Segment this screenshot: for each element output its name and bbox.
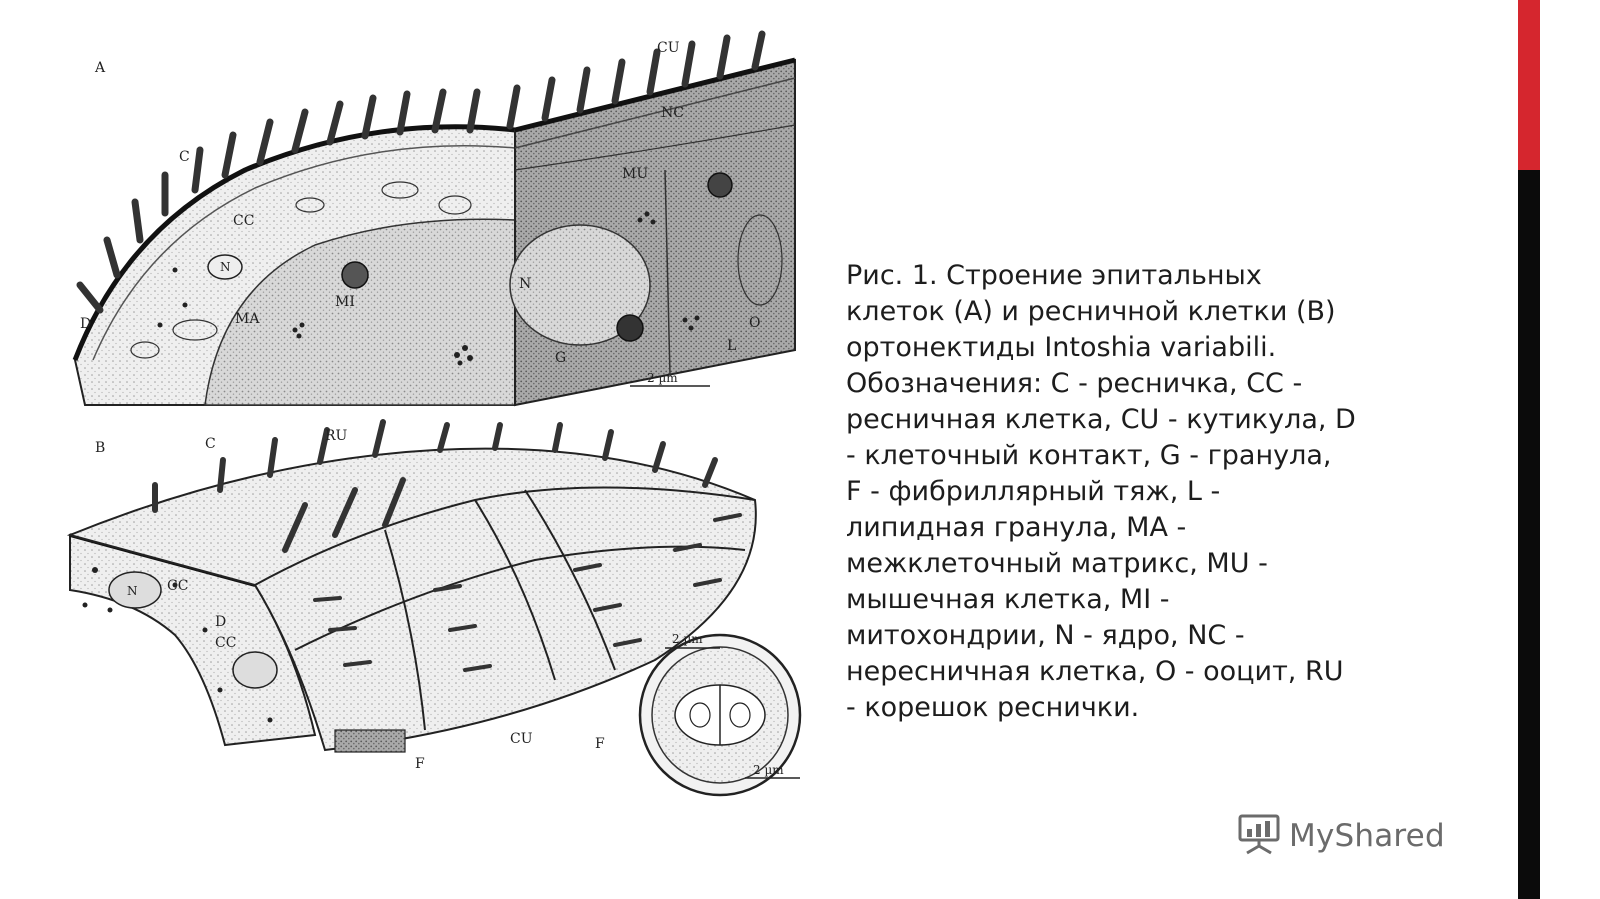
panel-a-oocyte-nucleus [616,314,644,342]
panel-b-rootlets [313,513,742,672]
presentation-chart-icon [1237,813,1281,859]
panel-b-inset-nucleus-2 [729,702,751,728]
accent-bar-black [1518,170,1540,899]
caption-line: Рис. 1. Строение эпитальных [846,260,1262,291]
panel-a-inner-cell [204,218,516,406]
panel-b-base [334,729,406,753]
caption-line: ортонектиды Intoshia variabili. [846,332,1277,363]
myshared-watermark[interactable]: MyShared [1237,812,1445,860]
label-b-d: D [215,614,226,630]
panel-a-block-line [514,77,796,149]
panel-a-mitochondrion [341,261,369,289]
panel-a-cuticle-inner [92,145,516,361]
label-a-mi: MI [335,294,355,310]
caption-line: мышечная клетка, MI - [846,584,1170,615]
scale-label-b1: 2 µm [672,632,703,646]
caption-line: - клеточный контакт, G - гранула, [846,440,1332,471]
panel-a-cuticle [72,124,516,361]
caption-line: липидная гранула, MA - [846,512,1187,543]
panel-a-vesicles [130,181,783,359]
panel-b-band-4 [524,489,616,671]
panel-b-cc-nucleus [232,651,278,689]
caption-line: ресничная клетка, CU - кутикула, D [846,404,1356,435]
label-a-cc: CC [233,213,254,229]
panel-a-block-cuticle [514,57,796,133]
label-a-l: L [727,338,736,354]
caption-line: клеток (A) и ресничной клетки (B) [846,296,1336,327]
label-b-f: F [415,756,425,772]
label-b-cc2: CC [215,635,236,651]
label-a-g: G [555,350,566,366]
label-a-o: O [749,315,760,331]
label-b-c: C [205,436,216,452]
panel-a-small-nucleus [207,254,243,280]
label-a-mu: MU [622,166,648,182]
caption-line: нересничная клетка, O - ооцит, RU [846,656,1344,687]
caption-line: F - фибриллярный тяж, L - [846,476,1221,507]
figure-caption: Рис. 1. Строение эпитальных клеток (A) и… [846,258,1486,726]
panel-a-mu-border [664,169,671,376]
panel-a-nucleus-large [509,224,651,346]
scale-label-a: 2 µm [647,371,678,385]
panel-b: B [66,419,802,797]
label-b-cu: CU [510,731,533,747]
panel-a: A [72,30,796,407]
label-b-ru: RU [325,428,348,444]
label-a-n-big: N [519,276,531,292]
label-a-c: C [179,149,190,165]
panel-b-band-3 [474,499,556,681]
panel-b-cilia [152,419,718,553]
panel-a-letter: A [94,60,106,76]
panel-b-nucleus [108,571,162,609]
panel-a-block-line2 [514,124,796,171]
cell-structure-figure: A [55,30,825,800]
label-b-n: N [127,584,138,598]
label-b-f-inset: F [595,736,605,752]
caption-line: межклеточный матрикс, MU - [846,548,1268,579]
caption-line: - корешок реснички. [846,692,1140,723]
panel-a-granules [157,211,700,366]
accent-bar [1518,0,1540,899]
caption-line: митохондрии, N - ядро, NC - [846,620,1245,651]
figure-illustration: A [66,30,802,797]
panel-b-letter: B [95,440,105,456]
accent-bar-red [1518,0,1540,170]
panel-a-nc-nucleus [707,172,733,198]
label-b-cc1: CC [167,578,188,594]
panel-b-inset-nucleus-1 [689,702,711,728]
panel-a-cilia [76,30,766,314]
watermark-text: MyShared [1289,818,1445,854]
panel-b-band-5 [384,529,426,731]
caption-line: Обозначения: C - ресничка, CC - [846,368,1303,399]
label-a-cu: CU [657,40,680,56]
label-a-nc: NC [661,105,684,121]
label-a-n-small: N [220,260,231,274]
label-a-ma: MA [235,311,260,327]
scale-label-b2: 2 µm [753,763,784,777]
label-a-d: D [80,316,91,332]
